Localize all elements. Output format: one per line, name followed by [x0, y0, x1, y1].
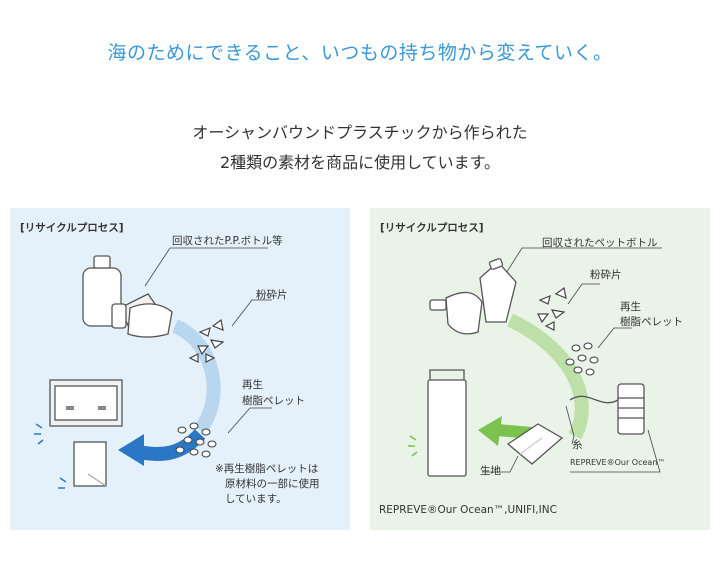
pet-process-illustration: [408, 247, 662, 477]
pp-tray-case-icon: [49, 379, 123, 427]
thread-label: 糸: [572, 439, 583, 451]
pp-note-line-2: 原材料の一部に使用: [225, 478, 320, 490]
pet-bottles-icon: [429, 258, 517, 335]
recycle-process-panel-pet: [リサイクルプロセス] 回収されたペットボトル 粉砕片 再生 樹脂ペレット 糸 …: [370, 208, 710, 530]
pp-cycle-arrow: [136, 429, 206, 461]
right-panel-title: [リサイクルプロセス]: [380, 222, 484, 234]
pet-collected-label: 回収されたペットボトル: [542, 237, 658, 249]
pp-clear-folder-icon: [73, 441, 107, 487]
pp-pellets-icon: [175, 422, 217, 458]
pet-flakes-label: 粉砕片: [590, 269, 622, 281]
pp-flakes-label: 粉砕片: [256, 289, 288, 301]
pet-sparkle-icon: [408, 435, 418, 457]
pet-pellet-label-2: 樹脂ペレット: [620, 316, 683, 328]
pet-cycle-arc: [506, 313, 589, 440]
recycle-process-panel-pp: [リサイクルプロセス] 回収されたP.P.ボトル等 粉砕片 再生 樹脂ペレット …: [10, 208, 350, 530]
intro-text: オーシャンバウンドプラスチックから作られた 2種類の素材を商品に使用しています。: [0, 118, 720, 178]
intro-line-2: 2種類の素材を商品に使用しています。: [219, 153, 501, 172]
pet-pellets-icon: [565, 342, 599, 376]
pp-process-illustration: [34, 247, 272, 489]
pet-pellet-label-1: 再生: [620, 301, 641, 313]
pp-pellet-label-1: 再生: [242, 379, 263, 391]
thread-brand-label: REPREVE®Our Ocean™: [570, 458, 666, 467]
pp-cycle-arc: [171, 319, 221, 435]
pet-flakes-icon: [537, 286, 567, 331]
pp-arrowhead: [118, 434, 144, 466]
pp-sparkle-icon: [34, 423, 67, 489]
intro-line-1: オーシャンバウンドプラスチックから作られた: [192, 123, 528, 142]
pp-note-line-1: ※再生樹脂ペレットは: [215, 463, 319, 475]
headline: 海のためにできること、いつもの持ち物から変えていく。: [107, 42, 613, 64]
pp-flakes-icon: [188, 318, 225, 363]
bag-product-icon: [427, 369, 467, 477]
fabric-icon: [506, 423, 564, 465]
pp-note-line-3: しています。: [225, 493, 287, 505]
fabric-label: 生地: [480, 465, 501, 477]
pp-pellet-label-2: 樹脂ペレット: [242, 395, 305, 407]
left-panel-title: [リサイクルプロセス]: [20, 222, 124, 234]
pp-note: ※再生樹脂ペレットは 原材料の一部に使用 しています。: [215, 462, 320, 507]
pp-collected-label: 回収されたP.P.ボトル等: [172, 235, 283, 247]
pp-bottles-icon: [82, 255, 173, 338]
thread-spool-icon: [569, 383, 645, 435]
pet-arrowhead: [478, 416, 502, 446]
repreve-credit: REPREVE®Our Ocean™,UNIFI,INC: [379, 504, 557, 516]
